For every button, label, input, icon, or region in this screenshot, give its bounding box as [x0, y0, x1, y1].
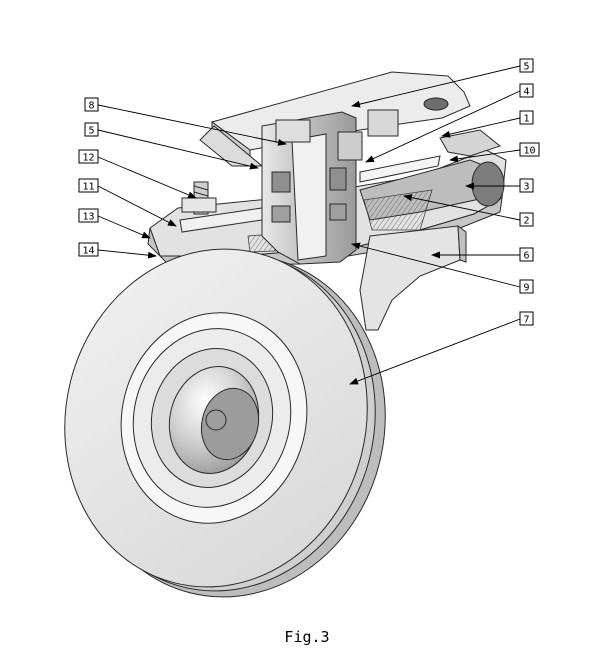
callout-8: 8: [84, 97, 99, 112]
callout-11-text: 11: [82, 182, 94, 193]
callout-8-text: 8: [88, 101, 94, 112]
central-spindle: [261, 109, 399, 265]
brake-disc: [64, 248, 386, 598]
callout-13-text: 13: [82, 212, 94, 223]
shaft-nut: [275, 119, 311, 143]
callout-5-left: 5: [84, 122, 99, 137]
callout-2-text: 2: [523, 216, 529, 227]
callout-3: 3: [519, 178, 534, 193]
callout-3-text: 3: [523, 182, 529, 193]
callout-5-top: 5: [519, 58, 534, 73]
callout-6: 6: [519, 247, 534, 262]
callout-9-text: 9: [523, 283, 529, 294]
hub-center: [205, 409, 227, 431]
callout-7-text: 7: [523, 315, 529, 326]
support-arm: [359, 224, 467, 331]
callout-4: 4: [519, 83, 534, 98]
callout-14-text: 14: [82, 246, 94, 257]
callout-4-text: 4: [523, 87, 529, 98]
callout-14: 14: [78, 242, 99, 257]
figure-caption: Fig.3: [284, 628, 330, 646]
callout-13: 13: [78, 208, 99, 223]
callout-12: 12: [78, 149, 99, 164]
leader-lines: [97, 65, 521, 385]
callout-6-text: 6: [523, 251, 529, 262]
callout-10-text: 10: [523, 146, 535, 157]
callout-2: 2: [519, 212, 534, 227]
callout-10: 10: [519, 142, 540, 157]
callout-12-text: 12: [82, 153, 94, 164]
callout-5-left-text: 5: [88, 126, 94, 137]
callout-9: 9: [519, 279, 534, 294]
callout-5-top-text: 5: [523, 62, 529, 73]
bleed-bolt: [181, 181, 217, 215]
bracket-hole: [423, 97, 449, 111]
callout-1-text: 1: [523, 114, 529, 125]
callout-11: 11: [78, 178, 99, 193]
callout-7: 7: [519, 311, 534, 326]
callout-1: 1: [519, 110, 534, 125]
adjuster-bolt-head: [367, 109, 399, 137]
housing-end-cap: [471, 161, 505, 207]
